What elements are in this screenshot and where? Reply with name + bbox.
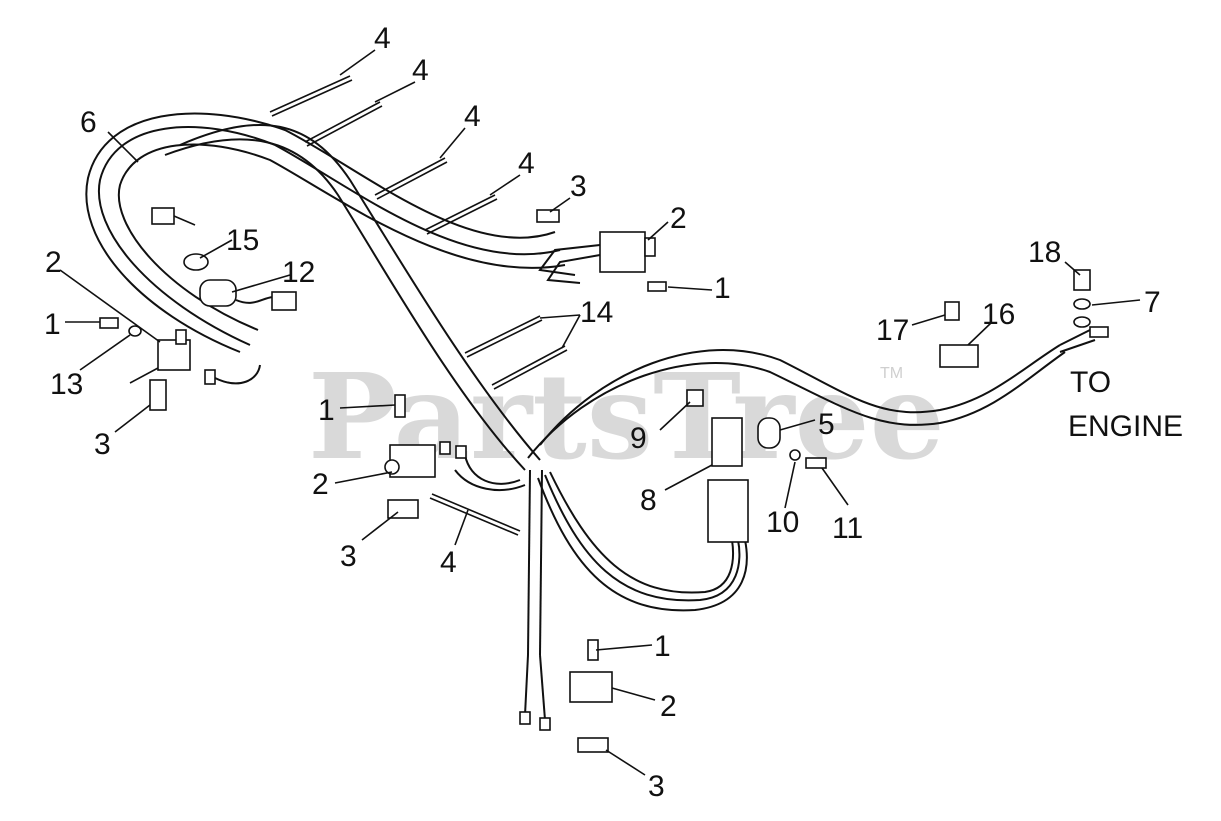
callout-18: 18 [1028,236,1061,269]
callout-3d: 3 [648,770,665,803]
ignition-plug [271,291,297,311]
callout-3b: 3 [94,428,111,461]
screw-right [805,457,827,469]
callout-2b: 2 [45,246,62,279]
caption-engine: ENGINE [1068,410,1183,443]
callout-10: 10 [766,506,799,539]
callout-5: 5 [818,408,835,441]
callout-1d: 1 [654,630,671,663]
callout-4c: 4 [464,100,481,133]
bracket-left [149,379,167,411]
callout-1c: 1 [318,394,335,427]
washer-right [789,449,801,461]
relay-connector [707,479,749,543]
callout-2a: 2 [670,202,687,235]
callout-4e: 4 [440,546,457,579]
callout-16: 16 [982,298,1015,331]
callout-3a: 3 [570,170,587,203]
callout-2c: 2 [312,468,329,501]
clamp [757,417,781,449]
watermark-tm: TM [880,365,903,382]
callout-14: 14 [580,296,613,329]
callout-2d: 2 [660,690,677,723]
callout-4a: 4 [374,22,391,55]
screw-left [99,317,119,329]
callout-3c: 3 [340,540,357,573]
relay-bracket [711,417,743,467]
callout-9: 9 [630,422,647,455]
callout-13: 13 [50,368,83,401]
callout-1a: 1 [714,272,731,305]
ignition-switch [199,279,237,307]
callout-4d: 4 [518,147,535,180]
callout-12: 12 [282,256,315,289]
bracket-bottom [577,737,609,753]
leader-lines [59,49,1141,776]
callout-11: 11 [832,512,863,545]
bolt-17 [944,301,960,321]
screw-mid [394,394,406,418]
caption-to: TO [1070,366,1111,399]
key-washer [183,253,209,271]
callouts: 4 4 4 4 6 3 2 1 15 12 2 1 13 3 14 18 7 1… [44,22,1161,803]
nut [686,389,704,407]
switch-left [157,339,191,371]
callout-17: 17 [876,314,909,347]
cable-ties [269,75,568,536]
switch-bottom [569,671,613,703]
key [151,207,175,225]
washer-7 [1073,298,1091,310]
callout-4b: 4 [412,54,429,87]
main-harness [85,112,1096,721]
callout-8: 8 [640,484,657,517]
to-engine-caption: TO ENGINE [1068,366,1183,443]
switch-top [599,231,646,273]
bolt-18 [1073,269,1091,291]
callout-1b: 1 [44,308,61,341]
clamp-16 [939,344,979,368]
callout-15: 15 [226,224,259,257]
washer-left [128,325,142,337]
screw-top [647,281,667,292]
callout-7: 7 [1144,286,1161,319]
callout-6: 6 [80,106,97,139]
parts [99,207,1109,753]
bracket-top [536,209,560,223]
